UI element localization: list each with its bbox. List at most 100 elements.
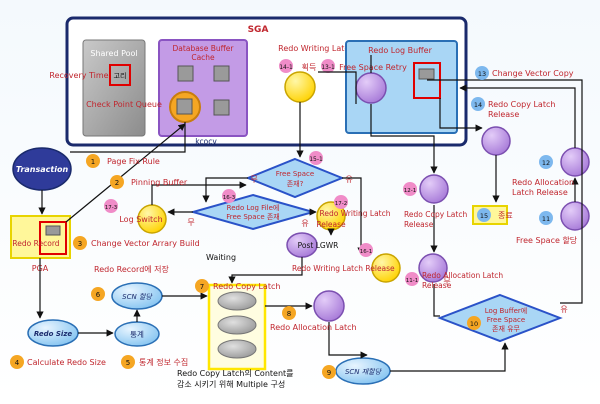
redo-copy-latch-release-node-2 [481, 126, 511, 156]
d10-yes: 유 [560, 305, 567, 314]
transaction-label: Transaction [16, 165, 69, 174]
step-1: 1 Page Fix Rule [86, 154, 160, 168]
step-7: 7 Redo Copy Latch [195, 279, 280, 293]
s11-1-label-2: Release [422, 281, 452, 290]
step-label: 통계 정보 수집 [139, 357, 188, 367]
redo-writing-latch-node [284, 71, 316, 103]
step-13: 13 Change Vector Copy [475, 66, 574, 80]
step-label: Redo Copy Latch [213, 282, 280, 291]
redo-record-slot [45, 225, 61, 236]
kcocv-label: kcocv [195, 137, 217, 146]
s16-1-label: Redo Writing Latch Release [292, 264, 395, 273]
redo-record-store-note: Redo Record에 저장 [94, 264, 170, 274]
step-badge [471, 97, 485, 111]
step-16-3-num: 16-3 [223, 195, 236, 201]
step-num: 7 [200, 283, 204, 291]
step-num: 1 [91, 158, 95, 166]
step-16-1-num: 16-1 [360, 249, 372, 255]
redo-copy-latch-slot [217, 339, 257, 359]
step-badge [195, 279, 209, 293]
redo-log-buffer-node [355, 72, 387, 104]
cache-block [176, 98, 193, 115]
scn-alloc-label: SCN 할당 [122, 293, 153, 301]
redo-copy-latch-slot [217, 315, 257, 335]
waiting-note: Waiting [206, 253, 236, 262]
redo-size-label: Redo Size [34, 330, 73, 338]
multiple-note-1: Redo Copy Latch의 Content를 [177, 368, 294, 378]
step-8: 8 Redo Allocation Latch [270, 306, 357, 332]
step-11-1-num: 11-1 [406, 278, 418, 284]
d10-line-1: Log Buffer에 [485, 306, 527, 315]
step-label-2: Latch Release [512, 188, 568, 197]
step-num: 4 [15, 359, 20, 367]
step-12-1-badge [403, 182, 417, 196]
step-num: 13 [478, 70, 486, 78]
step-label: Free Space 할당 [516, 235, 578, 245]
log-switch-label: Log Switch [119, 215, 162, 224]
checkpoint-queue-label: Check Point Queue [86, 100, 162, 109]
d17-1-line-1: Redo Log File에 [227, 203, 280, 212]
lock-char: 고리 [114, 71, 127, 80]
step-13-1-num: 13-1 [321, 64, 335, 71]
step-17-2-badge [334, 195, 348, 209]
redo-allocation-latch-release-node [418, 253, 448, 283]
s12-1-label-1: Redo Copy Latch [404, 210, 467, 219]
statistics-label: 통계 [130, 329, 144, 339]
step-9: 9 [322, 365, 336, 379]
redo-record-label: Redo Record [12, 239, 59, 248]
d17-1-yes: 유 [301, 219, 308, 228]
d17-1-line-2: Free Space 존재 [226, 213, 280, 221]
recovery-time-label: Recovery Time [49, 71, 108, 80]
step-label: Change Vector Arrary Build [91, 239, 200, 248]
step-14-1-badge [279, 59, 293, 73]
step-num: 5 [126, 359, 130, 367]
step-6: 6 [91, 287, 105, 301]
redo-buffer-slot [418, 68, 435, 80]
step-16-3-badge [222, 189, 236, 203]
step-badge [121, 355, 135, 369]
step-11: 11 Free Space 할당 [516, 211, 578, 245]
log-file-free-space-decision [189, 193, 317, 231]
step-num: 6 [96, 291, 101, 299]
step-badge [467, 316, 481, 330]
step-badge [110, 175, 124, 189]
step-badge [322, 365, 336, 379]
db-buffer-cache-label-1: Database Buffer [173, 44, 235, 53]
step-label-2: Release [488, 110, 519, 119]
step-badge [539, 155, 553, 169]
sga-title: SGA [248, 25, 269, 35]
step-15-1-num: 15-1 [309, 156, 323, 163]
redo-allocation-latch-node [313, 290, 345, 322]
step-label: Change Vector Copy [492, 69, 574, 78]
step-11-1-badge [405, 272, 419, 286]
d15-1-no: 무 [250, 175, 257, 184]
step-label: Page Fix Rule [107, 157, 160, 166]
step-12: 12 Redo Allocation Latch Release [512, 155, 574, 197]
step-num: 8 [287, 310, 291, 318]
connectors [36, 55, 583, 372]
end-label: 종료 [498, 211, 513, 220]
step-num: 12 [542, 159, 550, 167]
redo-record-box [39, 221, 67, 255]
step-label: Pinning Buffer [131, 178, 188, 187]
d10-no: 무 [443, 277, 450, 286]
step-num: 11 [542, 215, 550, 223]
cache-block [177, 65, 194, 82]
s17-2-label-2: Release [316, 220, 346, 229]
step-badge [475, 66, 489, 80]
step-2: 2 Pinning Buffer [110, 175, 188, 189]
post-lgwr-label: Post LGWR [298, 241, 339, 250]
step-15-1-badge [309, 151, 323, 165]
step-badge [539, 211, 553, 225]
step-15: 15 종료 [477, 208, 513, 222]
d10-line-2: Free Space [487, 316, 525, 324]
step-badge [91, 287, 105, 301]
redo-allocation-latch-release-node-2 [560, 147, 590, 177]
step-10: 10 [467, 316, 481, 330]
scn-realloc-label: SCN 재할당 [345, 368, 383, 376]
acquire-label: 획득 [302, 62, 317, 72]
step-13-1-badge [321, 59, 335, 73]
step-num: 14 [474, 101, 482, 109]
